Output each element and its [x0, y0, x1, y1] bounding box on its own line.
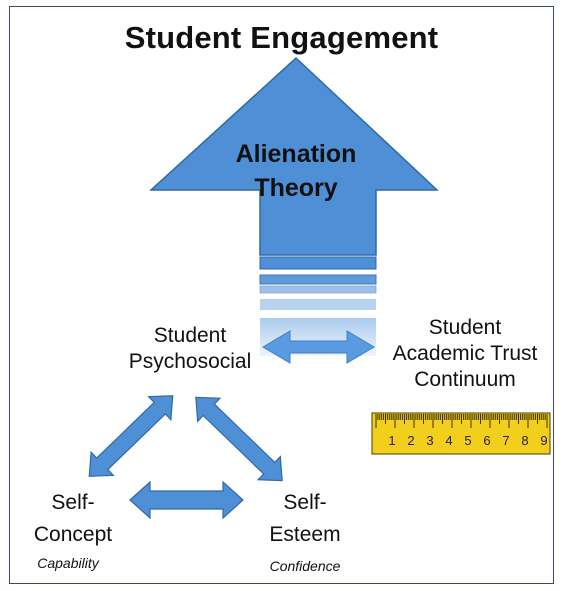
self-esteem-descriptor: Confidence: [269, 558, 341, 574]
ruler-number: 9: [540, 433, 547, 448]
self-concept-label: Self- Concept: [33, 491, 113, 546]
arrow-label-line2: Theory: [254, 174, 338, 202]
ruler-number: 6: [483, 433, 490, 448]
ruler-number: 8: [521, 433, 528, 448]
ruler-number: 4: [445, 433, 452, 448]
fade-stripe-1: [259, 256, 377, 270]
ruler-number: 2: [407, 433, 414, 448]
fade-stripe-3: [259, 285, 377, 294]
self-concept-descriptor: Capability: [37, 555, 99, 571]
diagram-title: Student Engagement: [124, 20, 439, 55]
psychosocial-concept-double-arrow: [88, 395, 174, 477]
ruler-number: 7: [502, 433, 509, 448]
psychosocial-trust-double-arrow: [262, 330, 375, 364]
psychosocial-esteem-double-arrow: [195, 396, 283, 482]
alienation-theory-arrow: [149, 56, 439, 256]
arrow-label-line1: Alienation: [235, 140, 357, 168]
ruler-number: 1: [388, 433, 395, 448]
psychosocial-label: Student Psychosocial: [128, 324, 252, 373]
ruler-number: 5: [464, 433, 471, 448]
fade-stripe-4: [260, 299, 376, 310]
fade-stripe-2: [259, 274, 377, 285]
concept-esteem-double-arrow: [129, 480, 244, 520]
academic-trust-label: Student Academic Trust Continuum: [392, 316, 538, 391]
ruler-number: 3: [426, 433, 433, 448]
self-esteem-label: Self- Esteem: [269, 491, 341, 546]
